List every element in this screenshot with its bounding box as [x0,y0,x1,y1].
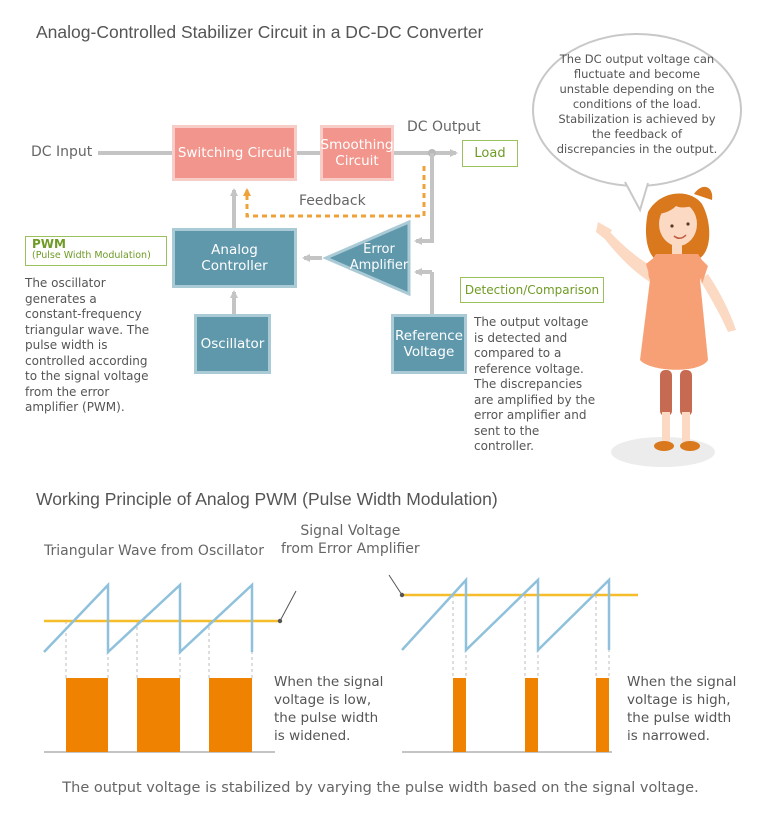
reference-voltage-block: Reference Voltage [391,314,467,374]
pwm-tag-subtitle: (Pulse Width Modulation) [32,250,151,261]
error-amplifier-label: Error Amplifier [349,242,409,273]
low-caption: When the signal voltage is low, the puls… [274,674,384,744]
circuit-title: Analog-Controlled Stabilizer Circuit in … [36,22,484,42]
footer-note: The output voltage is stabilized by vary… [62,780,699,796]
low-signal-waveform [43,581,297,753]
triangle-wave-left [43,581,254,655]
detection-description: The output voltage is detected and compa… [474,315,596,453]
switching-circuit-block: Switching Circuit [172,125,297,181]
signal-voltage-label: Signal Voltage from Error Amplifier [281,523,420,557]
load-box: Load [462,140,518,167]
pwm-description: The oscillator generates a constant-freq… [25,276,150,414]
dc-input-label: DC Input [31,144,93,160]
pwm-tag-title: PWM [32,237,66,251]
oscillator-block: Oscillator [194,314,271,374]
principle-title: Working Principle of Analog PWM (Pulse W… [36,489,498,509]
pulse-low-3 [209,678,252,752]
bubble-text: The DC output voltage can fluctuate and … [556,52,718,156]
high-caption: When the signal voltage is high, the pul… [627,674,737,744]
pwm-tag: PWM (Pulse Width Modulation) [25,236,167,266]
pulse-high-3 [596,678,609,752]
high-signal-waveform [388,574,638,753]
error-amplifier-shape [322,219,411,297]
feedback-label: Feedback [299,193,366,209]
analog-controller-block: Analog Controller [172,228,297,288]
dc-output-label: DC Output [407,119,481,135]
triangular-wave-label: Triangular Wave from Oscillator [44,543,265,559]
pulse-high-2 [525,678,538,752]
triangle-wave-right [401,576,611,653]
smoothing-circuit-block: Smoothing Circuit [320,125,394,181]
pulse-high-1 [453,678,466,752]
pulse-low-1 [66,678,108,752]
pulse-low-2 [137,678,180,752]
detection-tag: Detection/Comparison [460,277,604,303]
